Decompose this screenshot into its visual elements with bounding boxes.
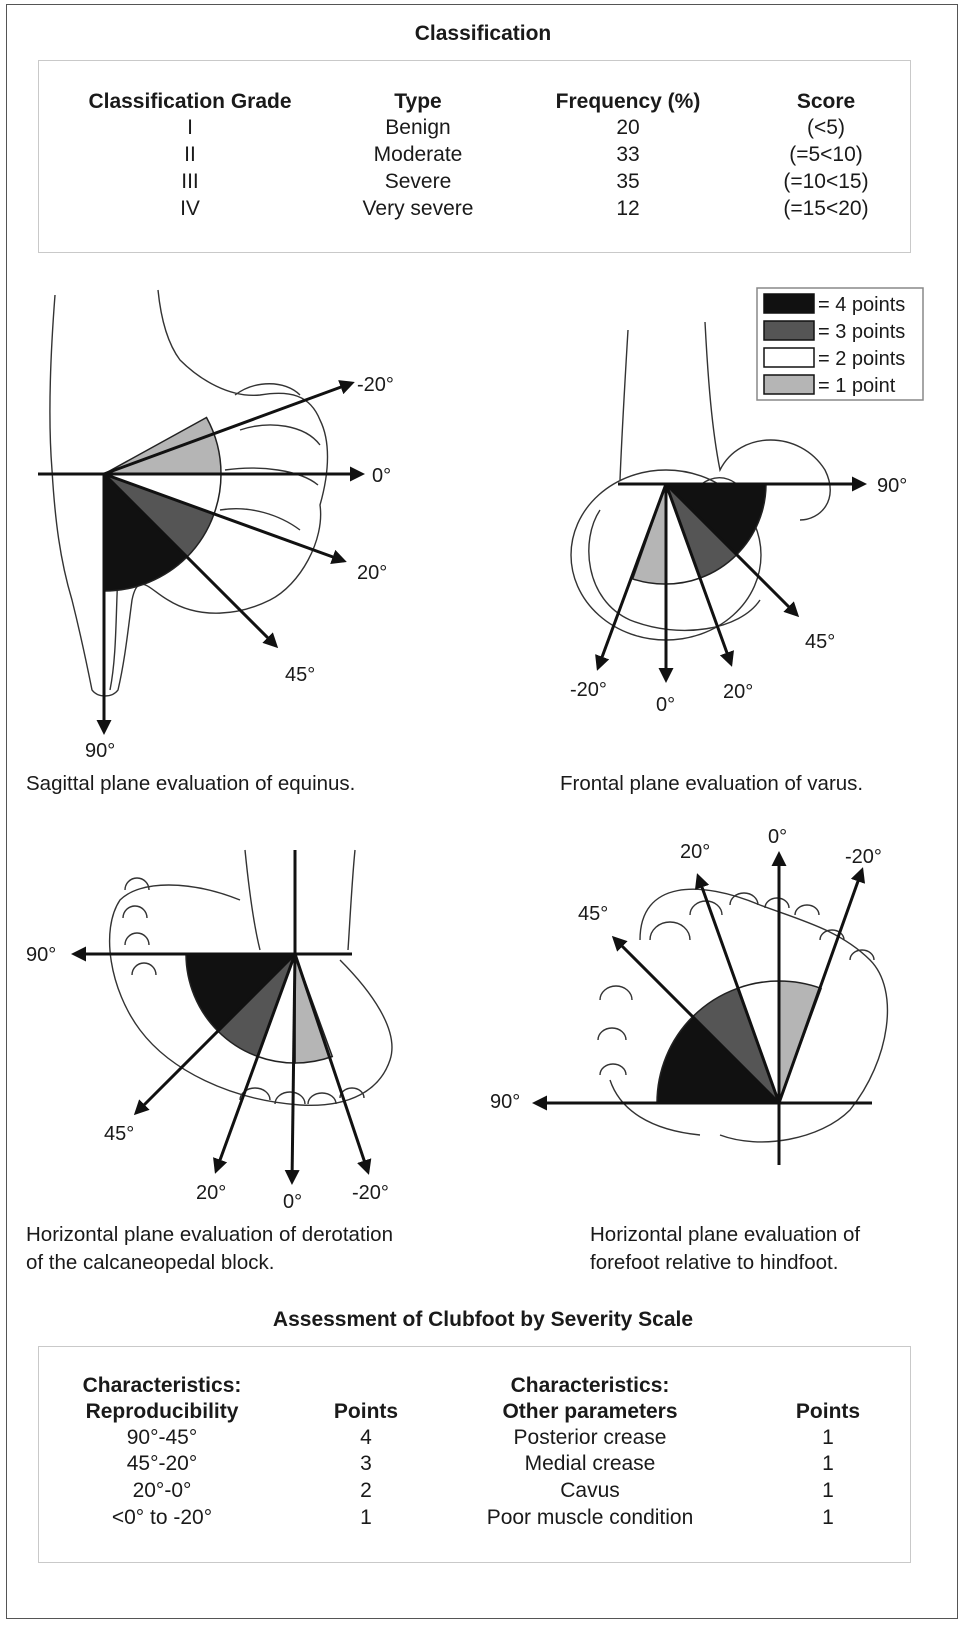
points-cell: 1 xyxy=(728,1477,928,1505)
forefoot-label-minus20: -20° xyxy=(845,846,882,868)
type-cell: Severe xyxy=(318,168,518,196)
forefoot-caption-line2: forefoot relative to hindfoot. xyxy=(590,1249,838,1277)
forefoot-caption-line1: Horizontal plane evaluation of xyxy=(590,1221,860,1249)
sagittal-diagram: -20° 0° 20° 45° 90° xyxy=(38,290,394,762)
derotation-label-minus20: -20° xyxy=(352,1182,389,1204)
col-header-grade: Classification Grade xyxy=(60,88,320,116)
frontal-label-90: 90° xyxy=(877,475,907,497)
derotation-label-0: 0° xyxy=(283,1191,302,1213)
frontal-label-20: 20° xyxy=(723,681,753,703)
points-cell: 1 xyxy=(266,1504,466,1532)
sagittal-sector-1 xyxy=(104,418,221,475)
grade-cell: I xyxy=(90,114,290,142)
parameter-cell: Poor muscle condition xyxy=(440,1504,740,1532)
forefoot-diagram: 0° 20° -20° 45° 90° xyxy=(490,826,887,1165)
frontal-label-minus20: -20° xyxy=(570,679,607,701)
score-cell: (=5<10) xyxy=(726,141,926,169)
parameter-cell: Posterior crease xyxy=(440,1424,740,1452)
points-cell: 4 xyxy=(266,1424,466,1452)
sagittal-label-45: 45° xyxy=(285,664,315,686)
points-cell: 3 xyxy=(266,1450,466,1478)
derotation-label-20: 20° xyxy=(196,1182,226,1204)
sagittal-label-20: 20° xyxy=(357,562,387,584)
frequency-cell: 35 xyxy=(528,168,728,196)
sagittal-axis-minus20 xyxy=(104,383,352,474)
derotation-label-45: 45° xyxy=(104,1123,134,1145)
type-cell: Moderate xyxy=(318,141,518,169)
points-cell: 2 xyxy=(266,1477,466,1505)
sagittal-caption: Sagittal plane evaluation of equinus. xyxy=(26,770,355,798)
col-header-frequency: Frequency (%) xyxy=(528,88,728,116)
assessment-header-c1-line2: Reproducibility xyxy=(62,1398,262,1426)
reproducibility-cell: 90°-45° xyxy=(62,1424,262,1452)
points-cell: 1 xyxy=(728,1450,928,1478)
parameter-cell: Cavus xyxy=(440,1477,740,1505)
forefoot-label-90: 90° xyxy=(490,1091,520,1113)
forefoot-label-45: 45° xyxy=(578,903,608,925)
col-header-score: Score xyxy=(726,88,926,116)
derotation-caption-line1: Horizontal plane evaluation of derotatio… xyxy=(26,1221,393,1249)
reproducibility-cell: <0° to -20° xyxy=(62,1504,262,1532)
frontal-label-45: 45° xyxy=(805,631,835,653)
classification-title: Classification xyxy=(0,22,966,46)
derotation-caption-line2: of the calcaneopedal block. xyxy=(26,1249,274,1277)
assessment-header-points-1: Points xyxy=(266,1398,466,1426)
points-cell: 1 xyxy=(728,1504,928,1532)
reproducibility-cell: 20°-0° xyxy=(62,1477,262,1505)
derotation-diagram: 90° 45° 20° 0° -20° xyxy=(26,850,392,1213)
reproducibility-cell: 45°-20° xyxy=(62,1450,262,1478)
frequency-cell: 12 xyxy=(528,195,728,223)
sagittal-label-minus20: -20° xyxy=(357,374,394,396)
frontal-diagram: 90° 45° -20° 0° 20° xyxy=(570,322,907,716)
assessment-header-c3-line1: Characteristics: xyxy=(440,1372,740,1400)
points-cell: 1 xyxy=(728,1424,928,1452)
sagittal-label-90: 90° xyxy=(85,740,115,762)
frequency-cell: 33 xyxy=(528,141,728,169)
frontal-caption: Frontal plane evaluation of varus. xyxy=(560,770,863,798)
derotation-label-90: 90° xyxy=(26,944,56,966)
grade-cell: II xyxy=(90,141,290,169)
parameter-cell: Medial crease xyxy=(440,1450,740,1478)
assessment-title: Assessment of Clubfoot by Severity Scale xyxy=(0,1308,966,1332)
assessment-header-c3-line2: Other parameters xyxy=(440,1398,740,1426)
type-cell: Very severe xyxy=(318,195,518,223)
score-cell: (=10<15) xyxy=(726,168,926,196)
col-header-type: Type xyxy=(318,88,518,116)
forefoot-label-0: 0° xyxy=(768,826,787,848)
type-cell: Benign xyxy=(318,114,518,142)
assessment-header-points-2: Points xyxy=(728,1398,928,1426)
grade-cell: III xyxy=(90,168,290,196)
frequency-cell: 20 xyxy=(528,114,728,142)
score-cell: (=15<20) xyxy=(726,195,926,223)
assessment-header-c1-line1: Characteristics: xyxy=(62,1372,262,1400)
grade-cell: IV xyxy=(90,195,290,223)
score-cell: (<5) xyxy=(726,114,926,142)
forefoot-label-20: 20° xyxy=(680,841,710,863)
frontal-label-0: 0° xyxy=(656,694,675,716)
sagittal-label-0: 0° xyxy=(372,465,391,487)
